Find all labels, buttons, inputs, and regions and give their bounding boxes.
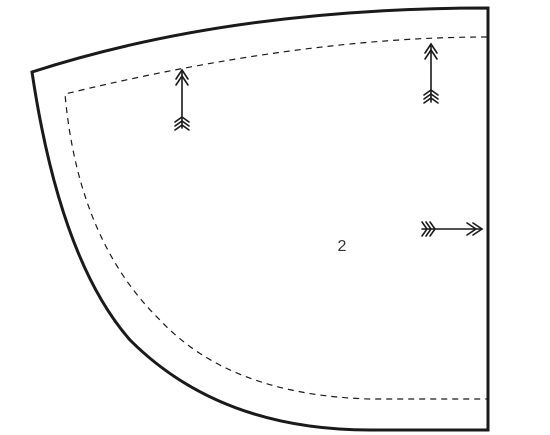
grainline-arrow-right-icon [423,42,439,104]
piece-number-label: 2 [338,238,347,255]
seam-allowance-line [64,36,488,400]
pattern-outline [30,6,490,432]
grainline-arrow-horizontal-icon [421,221,484,237]
grainline-arrow-left-icon [174,68,190,131]
